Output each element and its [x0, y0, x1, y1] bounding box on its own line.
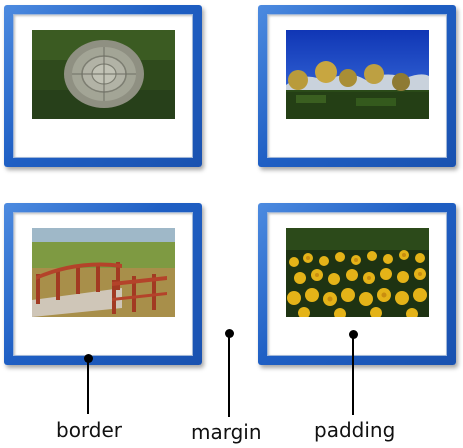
padding-pointer-line	[352, 334, 354, 415]
bridge-icon	[32, 228, 175, 317]
tree-stump-icon	[32, 30, 175, 119]
padding-label: padding	[314, 418, 396, 442]
border-label: border	[56, 418, 123, 442]
margin-label: margin	[191, 420, 262, 444]
picture-frame-bridge	[4, 203, 202, 365]
frame-padding-area	[267, 14, 447, 158]
picture-frame-flowers	[258, 203, 456, 365]
marigold-flowers-icon	[286, 228, 429, 317]
picture-frame-stump	[4, 5, 202, 167]
frame-padding-area	[267, 212, 447, 356]
frame-padding-area	[13, 212, 193, 356]
frame-padding-area	[13, 14, 193, 158]
border-pointer-line	[87, 358, 89, 414]
picture-frame-trees	[258, 5, 456, 167]
margin-pointer-line	[228, 333, 230, 417]
trees-sky-icon	[286, 30, 429, 119]
